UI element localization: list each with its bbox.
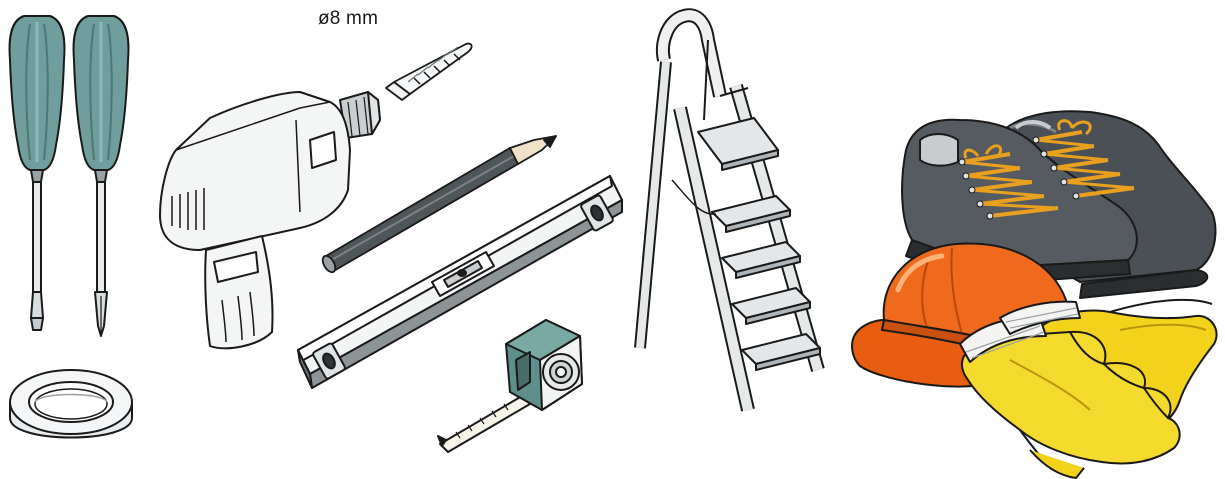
drill-bit-size-label: ø8 mm [318,8,379,29]
work-gloves-icon [959,298,1218,479]
power-drill-icon [159,91,381,350]
spirit-level-icon [297,175,623,389]
step-ladder-icon [634,8,825,412]
tape-measure-icon [437,319,583,453]
tape-roll-icon [9,369,133,439]
pencil-icon [321,135,557,274]
phillips-screwdriver-icon [72,15,130,337]
flat-screwdriver-icon [8,15,66,331]
drill-bit-icon [385,42,473,101]
